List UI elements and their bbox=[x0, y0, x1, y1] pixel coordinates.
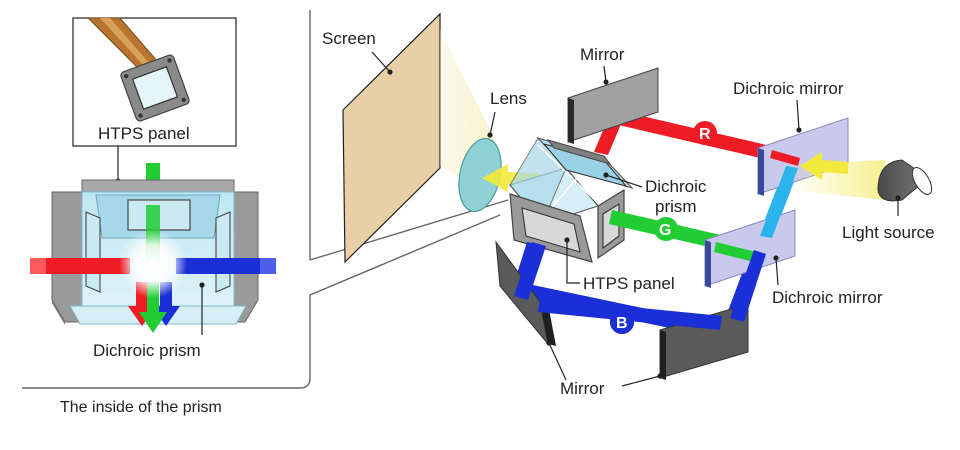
label-light-source: Light source bbox=[842, 223, 935, 242]
leader-dot-mirror-top bbox=[603, 79, 609, 85]
label-dichroic-prism-inset: Dichroic prism bbox=[93, 341, 201, 360]
inset-output-green bbox=[139, 282, 167, 333]
leader-dichroic-mirror-top bbox=[796, 99, 800, 131]
label-htps-panel-main: HTPS panel bbox=[583, 274, 675, 293]
leader-screen bbox=[371, 51, 391, 73]
label-lens: Lens bbox=[490, 89, 527, 108]
label-dichroic-prism-main-2: prism bbox=[655, 197, 697, 216]
beam-blue-badge-top bbox=[610, 310, 634, 334]
beam-blue-right-vertical bbox=[730, 250, 766, 322]
htps-panel-top bbox=[546, 139, 612, 165]
inset-red-beam bbox=[30, 258, 130, 274]
htps-panel-chip bbox=[120, 54, 190, 122]
beam-red-letter: R bbox=[699, 126, 711, 143]
beam-green-reflect bbox=[714, 242, 756, 262]
leader-lens bbox=[489, 111, 496, 136]
label-dichroic-mirror-top: Dichroic mirror bbox=[733, 79, 844, 98]
label-dichroic-prism-main-1: Dichroic bbox=[645, 177, 707, 196]
label-screen: Screen bbox=[322, 29, 376, 48]
leader-dot-dichroic-mirror-bottom bbox=[773, 255, 779, 261]
mirror-bottom-right bbox=[659, 303, 749, 380]
leader-mirror-br bbox=[621, 375, 661, 387]
label-dichroic-mirror-bottom: Dichroic mirror bbox=[772, 288, 883, 307]
leader-htps-main bbox=[566, 240, 580, 284]
label-htps-panel-inset: HTPS panel bbox=[98, 124, 190, 143]
beam-red-badge bbox=[693, 121, 717, 145]
beam-green-badge bbox=[654, 217, 678, 241]
beam-green-letter: G bbox=[659, 222, 671, 239]
projection-arrow bbox=[482, 164, 540, 192]
light-source bbox=[877, 159, 933, 202]
leader-dot-dichroic-mirror-top bbox=[796, 127, 802, 133]
beam-blue-letter-top: B bbox=[616, 315, 628, 332]
beam-red-reflect bbox=[770, 150, 800, 166]
inset-blue-beam bbox=[176, 258, 276, 274]
leader-mirror-top bbox=[603, 65, 607, 83]
screen bbox=[342, 12, 441, 264]
inset-glow bbox=[119, 230, 187, 298]
beam-blue-left-vertical bbox=[514, 242, 546, 300]
light-arrow bbox=[800, 152, 848, 180]
leader-dichroic-mirror-bottom bbox=[775, 257, 779, 286]
caption: The inside of the prism bbox=[60, 399, 222, 416]
inset-green-beam-top bbox=[146, 163, 160, 183]
leader-prism-main bbox=[605, 174, 643, 188]
label-mirror-bottom: Mirror bbox=[560, 379, 605, 398]
callout-frame bbox=[22, 214, 501, 389]
ribbon-stripe bbox=[100, 18, 150, 67]
leader-dot-lens bbox=[487, 132, 493, 138]
leader-dot-screen bbox=[387, 69, 393, 75]
inset-panel: HTPS panel bbox=[22, 10, 509, 416]
mirror-top bbox=[567, 67, 659, 144]
label-mirror-top: Mirror bbox=[580, 45, 625, 64]
beam-cyan-front bbox=[760, 166, 798, 238]
leader-mirror-bl bbox=[548, 342, 567, 381]
